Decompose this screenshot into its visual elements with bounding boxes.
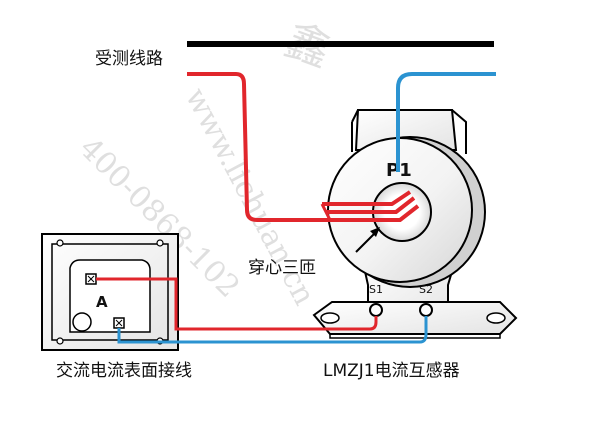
terminal-s1-label: S1	[369, 283, 383, 296]
three-turns-label: 穿心三匝	[248, 258, 316, 278]
blue-wire-secondary	[117, 316, 428, 344]
meter-wiring-label: 交流电流表面接线	[56, 361, 192, 381]
ct-model-label: LMZJ1电流互感器	[323, 361, 460, 381]
line-under-test-bar	[187, 41, 494, 47]
blue-wire-line	[396, 72, 496, 172]
terminal-s2	[419, 303, 433, 317]
ammeter: A	[41, 233, 179, 351]
red-wire-secondary	[96, 277, 378, 331]
current-transformer: S1 S2 P1	[312, 109, 518, 339]
red-wire	[187, 72, 420, 222]
ammeter-symbol: A	[96, 293, 108, 311]
terminal-s2-label: S2	[419, 283, 433, 296]
turns-arrow	[355, 231, 377, 253]
ammeter-dial-hole	[72, 312, 92, 332]
line-under-test-label: 受测线路	[95, 49, 163, 69]
terminal-s1	[369, 303, 383, 317]
